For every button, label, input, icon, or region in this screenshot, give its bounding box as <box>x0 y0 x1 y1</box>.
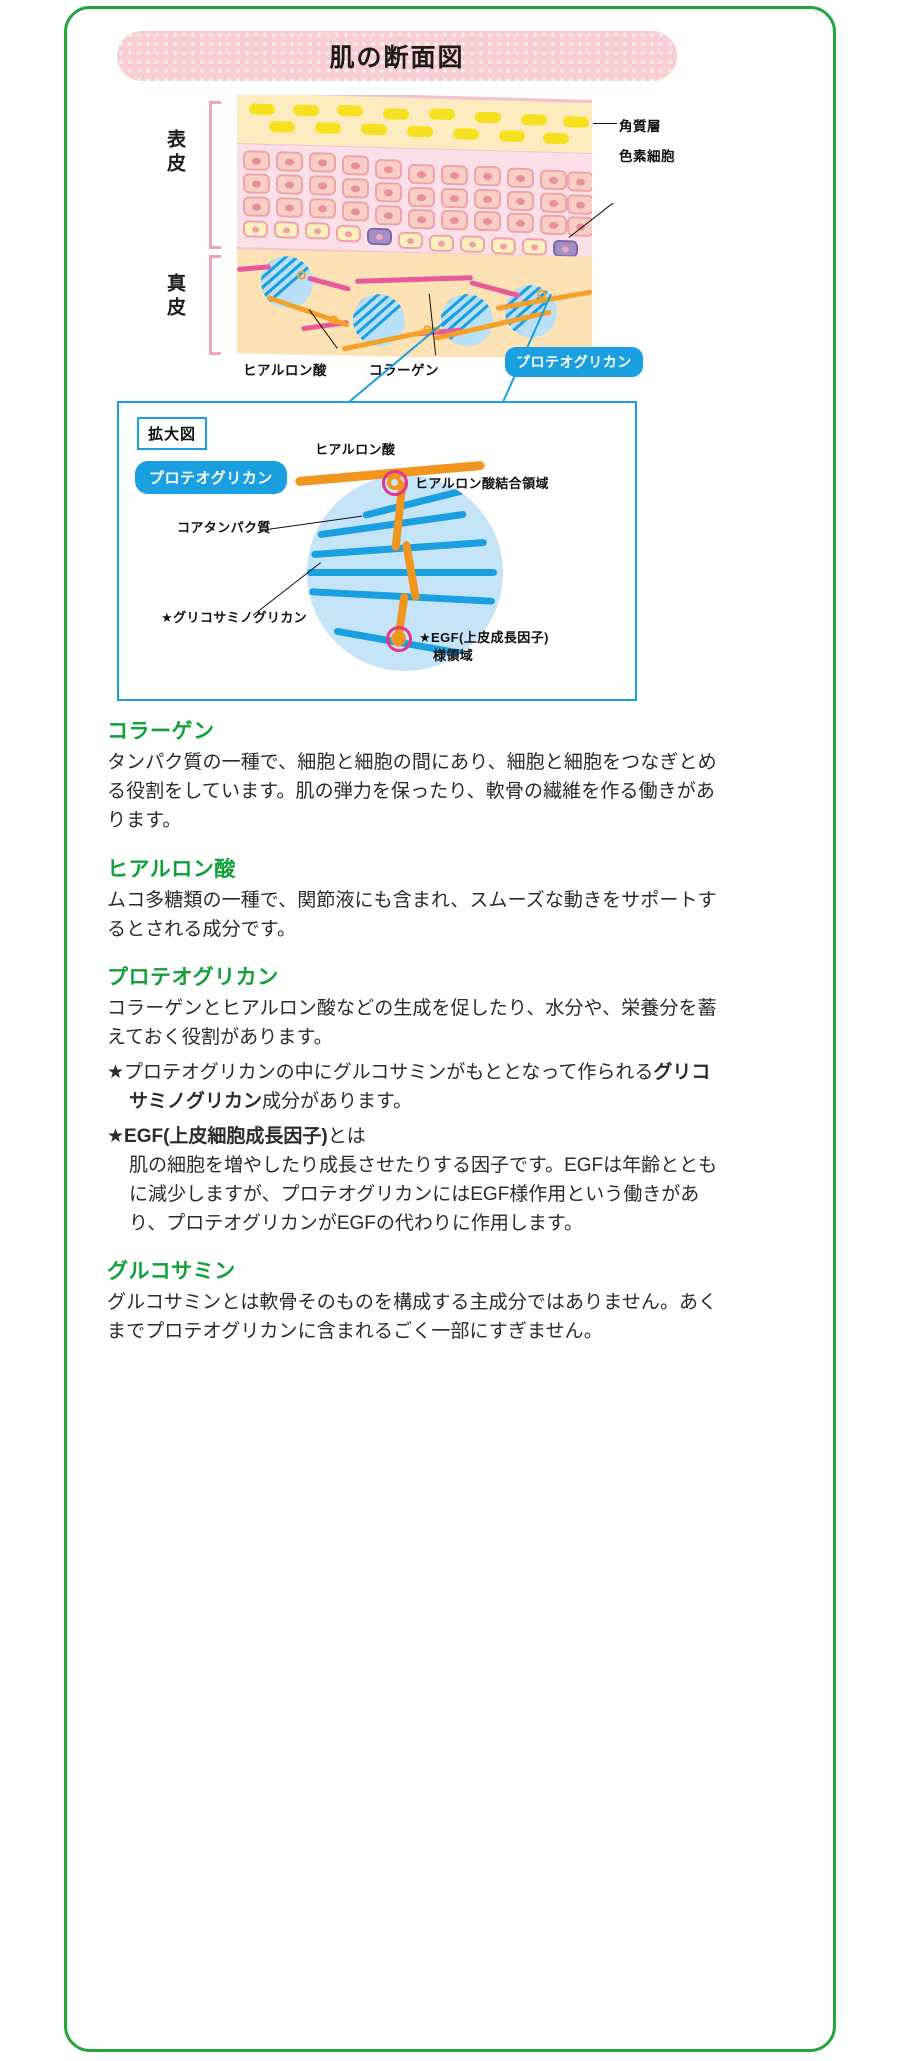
collagen-loop <box>329 315 338 325</box>
corneum-leader-line <box>593 123 617 125</box>
section-body: コラーゲンとヒアルロン酸などの生成を促したり、水分や、栄養分を蓄えておく役割があ… <box>107 998 717 1049</box>
page-frame: 肌の断面図 表皮 真皮 <box>64 6 836 2052</box>
collagen-fiber <box>266 294 350 328</box>
corneum-callout-label: 角質層 <box>619 119 661 134</box>
hyaluronic-top-label: ヒアルロン酸 <box>315 442 396 457</box>
proteoglycan-granule <box>441 293 493 347</box>
collagen-loop <box>297 270 306 280</box>
hyaluronic-acid-fiber <box>354 275 474 284</box>
hyaluronic-callout-label: ヒアルロン酸 <box>243 363 327 378</box>
egf-ring <box>386 626 412 652</box>
star-text-after: 成分があります。 <box>262 1091 413 1112</box>
star-item-glycosaminoglycan: ★プロテオグリカンの中にグルコサミンがもととなって作られるグリコサミノグリカン成… <box>107 1059 727 1117</box>
egf-head-bold: EGF(上皮細胞成長因子) <box>124 1125 328 1147</box>
section-body: タンパク質の一種で、細胞と細胞の間にあり、細胞と細胞をつなぎとめる役割をしていま… <box>107 752 717 831</box>
proteoglycan-badge-zoom: プロテオグリカン <box>135 461 287 494</box>
skin-cross-section-figure: 表皮 真皮 <box>117 87 697 387</box>
egf-head-tail: とは <box>327 1125 366 1147</box>
core-protein-label: コアタンパク質 <box>177 520 271 535</box>
section-hyaluronic-acid: ヒアルロン酸 ムコ多糖類の一種で、関節液にも含まれ、スムーズな動きをサポートする… <box>107 853 727 945</box>
section-heading: プロテオグリカン <box>107 966 279 990</box>
section-glucosamine: グルコサミン グルコサミンとは軟骨そのものを構成する主成分ではありません。あくま… <box>107 1255 727 1347</box>
star-bullet: ★ <box>107 1062 125 1084</box>
collagen-loop <box>537 289 546 299</box>
star-text-bold: グリコサミノグリカン <box>129 1062 711 1112</box>
hyaluronic-acid-fiber <box>307 275 351 292</box>
epidermis-label: 表皮 <box>164 129 185 177</box>
epidermis-layer <box>237 144 592 260</box>
egf-label-line2: 様領域 <box>433 648 474 663</box>
enlarged-diagram-box: 拡大図 プロテオグリカン ヒアルロン酸 ヒアルロン酸結合領域 コアタンパク質 <box>117 401 637 701</box>
epidermis-bracket <box>209 101 221 249</box>
content-sections: コラーゲン タンパク質の一種で、細胞と細胞の間にあり、細胞と細胞をつなぎとめる役… <box>107 715 727 1364</box>
melanocyte-callout-label: 色素細胞 <box>619 149 675 164</box>
star-item-egf: ★EGF(上皮細胞成長因子)とは <box>107 1123 727 1152</box>
star-bullet: ★ <box>107 1125 125 1147</box>
collagen-callout-label: コラーゲン <box>369 363 439 378</box>
egf-label-line1: ★EGF(上皮成長因子) <box>419 630 549 645</box>
dermis-bracket <box>209 255 221 355</box>
section-heading: コラーゲン <box>107 720 215 743</box>
title-banner: 肌の断面図 <box>117 31 677 81</box>
section-body: グルコサミンとは軟骨そのものを構成する主成分ではありません。あくまでプロテオグリ… <box>107 1292 718 1343</box>
section-heading: ヒアルロン酸 <box>107 857 236 881</box>
melanocyte-cell <box>367 227 392 246</box>
egf-detail-text: 肌の細胞を増やしたり成長させたりする因子です。EGFは年齢とともに減少しますが、… <box>129 1154 718 1234</box>
proteoglycan-badge-skin: プロテオグリカン <box>505 347 643 377</box>
star-text-before: プロテオグリカンの中にグルコサミンがもととなって作られる <box>124 1062 654 1084</box>
ha-binding-region-label: ヒアルロン酸結合領域 <box>415 476 549 491</box>
dermis-label: 真皮 <box>164 273 185 321</box>
section-proteoglycan: プロテオグリカン コラーゲンとヒアルロン酸などの生成を促したり、水分や、栄養分を… <box>107 961 727 1238</box>
glycosaminoglycan-label: ★グリコサミノグリカン <box>161 610 308 625</box>
section-heading: グルコサミン <box>107 1260 236 1284</box>
page-title: 肌の断面図 <box>329 44 465 72</box>
ha-binding-ring <box>382 470 408 496</box>
dermis-layer <box>237 249 592 357</box>
enlarged-diagram-tag: 拡大図 <box>137 417 208 450</box>
section-body: ムコ多糖類の一種で、関節液にも含まれ、スムーズな動きをサポートするとされる成分で… <box>107 889 717 940</box>
section-collagen: コラーゲン タンパク質の一種で、細胞と細胞の間にあり、細胞と細胞をつなぎとめる役… <box>107 715 727 836</box>
